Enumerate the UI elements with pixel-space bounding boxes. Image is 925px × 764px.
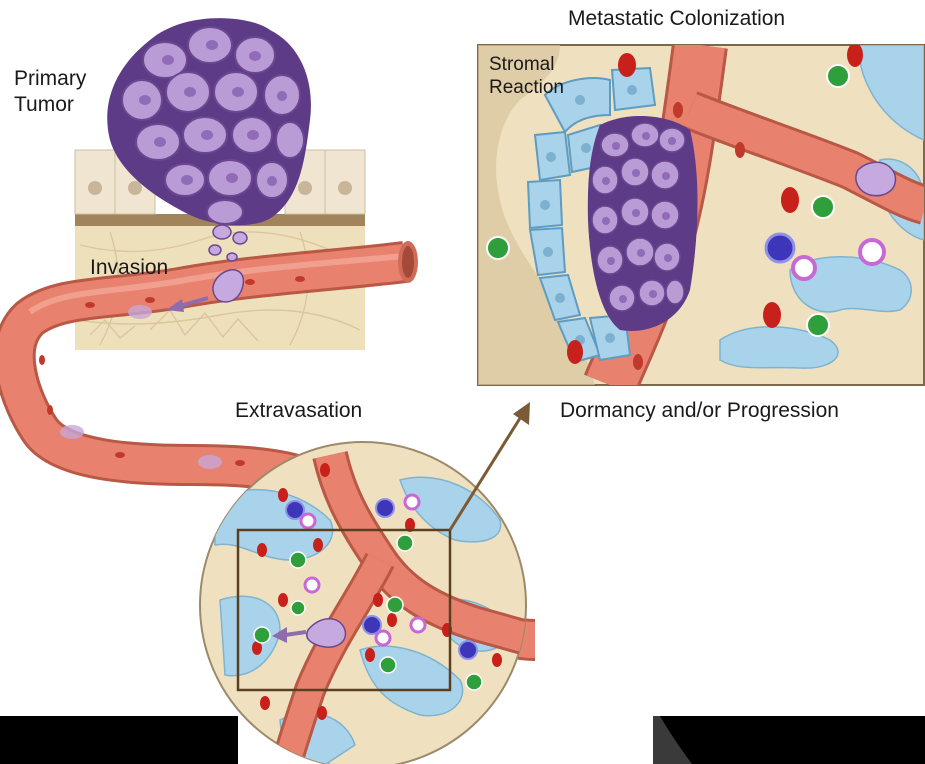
black-box-right xyxy=(653,716,925,764)
primary-tumor-label-line2: Tumor xyxy=(14,92,74,117)
metastatic-colonization-label: Metastatic Colonization xyxy=(568,6,785,31)
stromal-reaction-label-line2: Reaction xyxy=(489,77,564,99)
extravasation-label: Extravasation xyxy=(235,398,362,423)
dormancy-progression-label: Dormancy and/or Progression xyxy=(560,398,839,423)
primary-tumor-label-line1: Primary xyxy=(14,66,86,91)
extravasation-site xyxy=(200,442,560,764)
stromal-reaction-label-line1: Stromal xyxy=(489,54,554,76)
invasion-label: Invasion xyxy=(90,255,168,280)
black-box-left xyxy=(0,716,238,764)
